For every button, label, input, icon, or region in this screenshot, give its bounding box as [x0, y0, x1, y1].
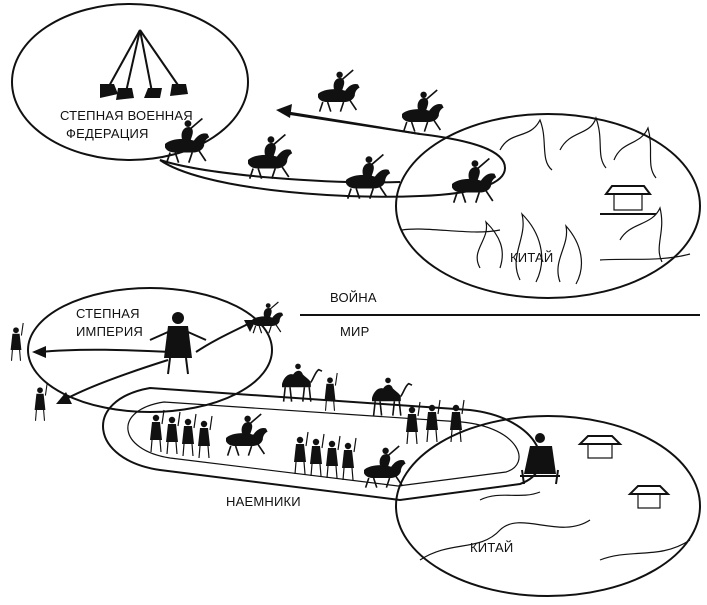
- top-scene: СТЕПНАЯ ВОЕННАЯ ФЕДЕРАЦИЯ: [11, 3, 701, 299]
- fire-icon: [476, 116, 663, 285]
- mercenaries-label: НАЕМНИКИ: [226, 494, 301, 509]
- empire-label-line1: СТЕПНАЯ: [76, 306, 140, 321]
- peace-label: МИР: [340, 324, 369, 339]
- china-label-top: КИТАЙ: [510, 250, 553, 265]
- empire-label-line2: ИМПЕРИЯ: [76, 324, 143, 339]
- china-ellipse-top: [395, 113, 701, 299]
- crossed-spears-icon: [100, 29, 188, 100]
- emperor-icon: [149, 312, 207, 375]
- pagoda-icon: [600, 185, 656, 215]
- federation-ellipse: [11, 3, 249, 161]
- federation-label-line1: СТЕПНАЯ ВОЕННАЯ: [60, 108, 193, 123]
- empire-ellipse: [27, 287, 273, 413]
- camel-icon: [281, 362, 413, 417]
- arrow-left-icon: [276, 104, 292, 118]
- federation-label-line2: ФЕДЕРАЦИЯ: [66, 126, 149, 141]
- mercenary-route-inner: [127, 401, 520, 487]
- war-label: ВОЙНА: [330, 290, 377, 305]
- bottom-scene: СТЕПНАЯ ИМПЕРИЯ: [10, 287, 701, 597]
- war-peace-divider: ВОЙНА МИР: [300, 290, 700, 339]
- china-ellipse-bottom: [395, 415, 701, 597]
- china-label-bottom: КИТАЙ: [470, 540, 513, 555]
- pagoda-icon: [577, 435, 671, 509]
- mercenary-route-outer: [102, 386, 542, 502]
